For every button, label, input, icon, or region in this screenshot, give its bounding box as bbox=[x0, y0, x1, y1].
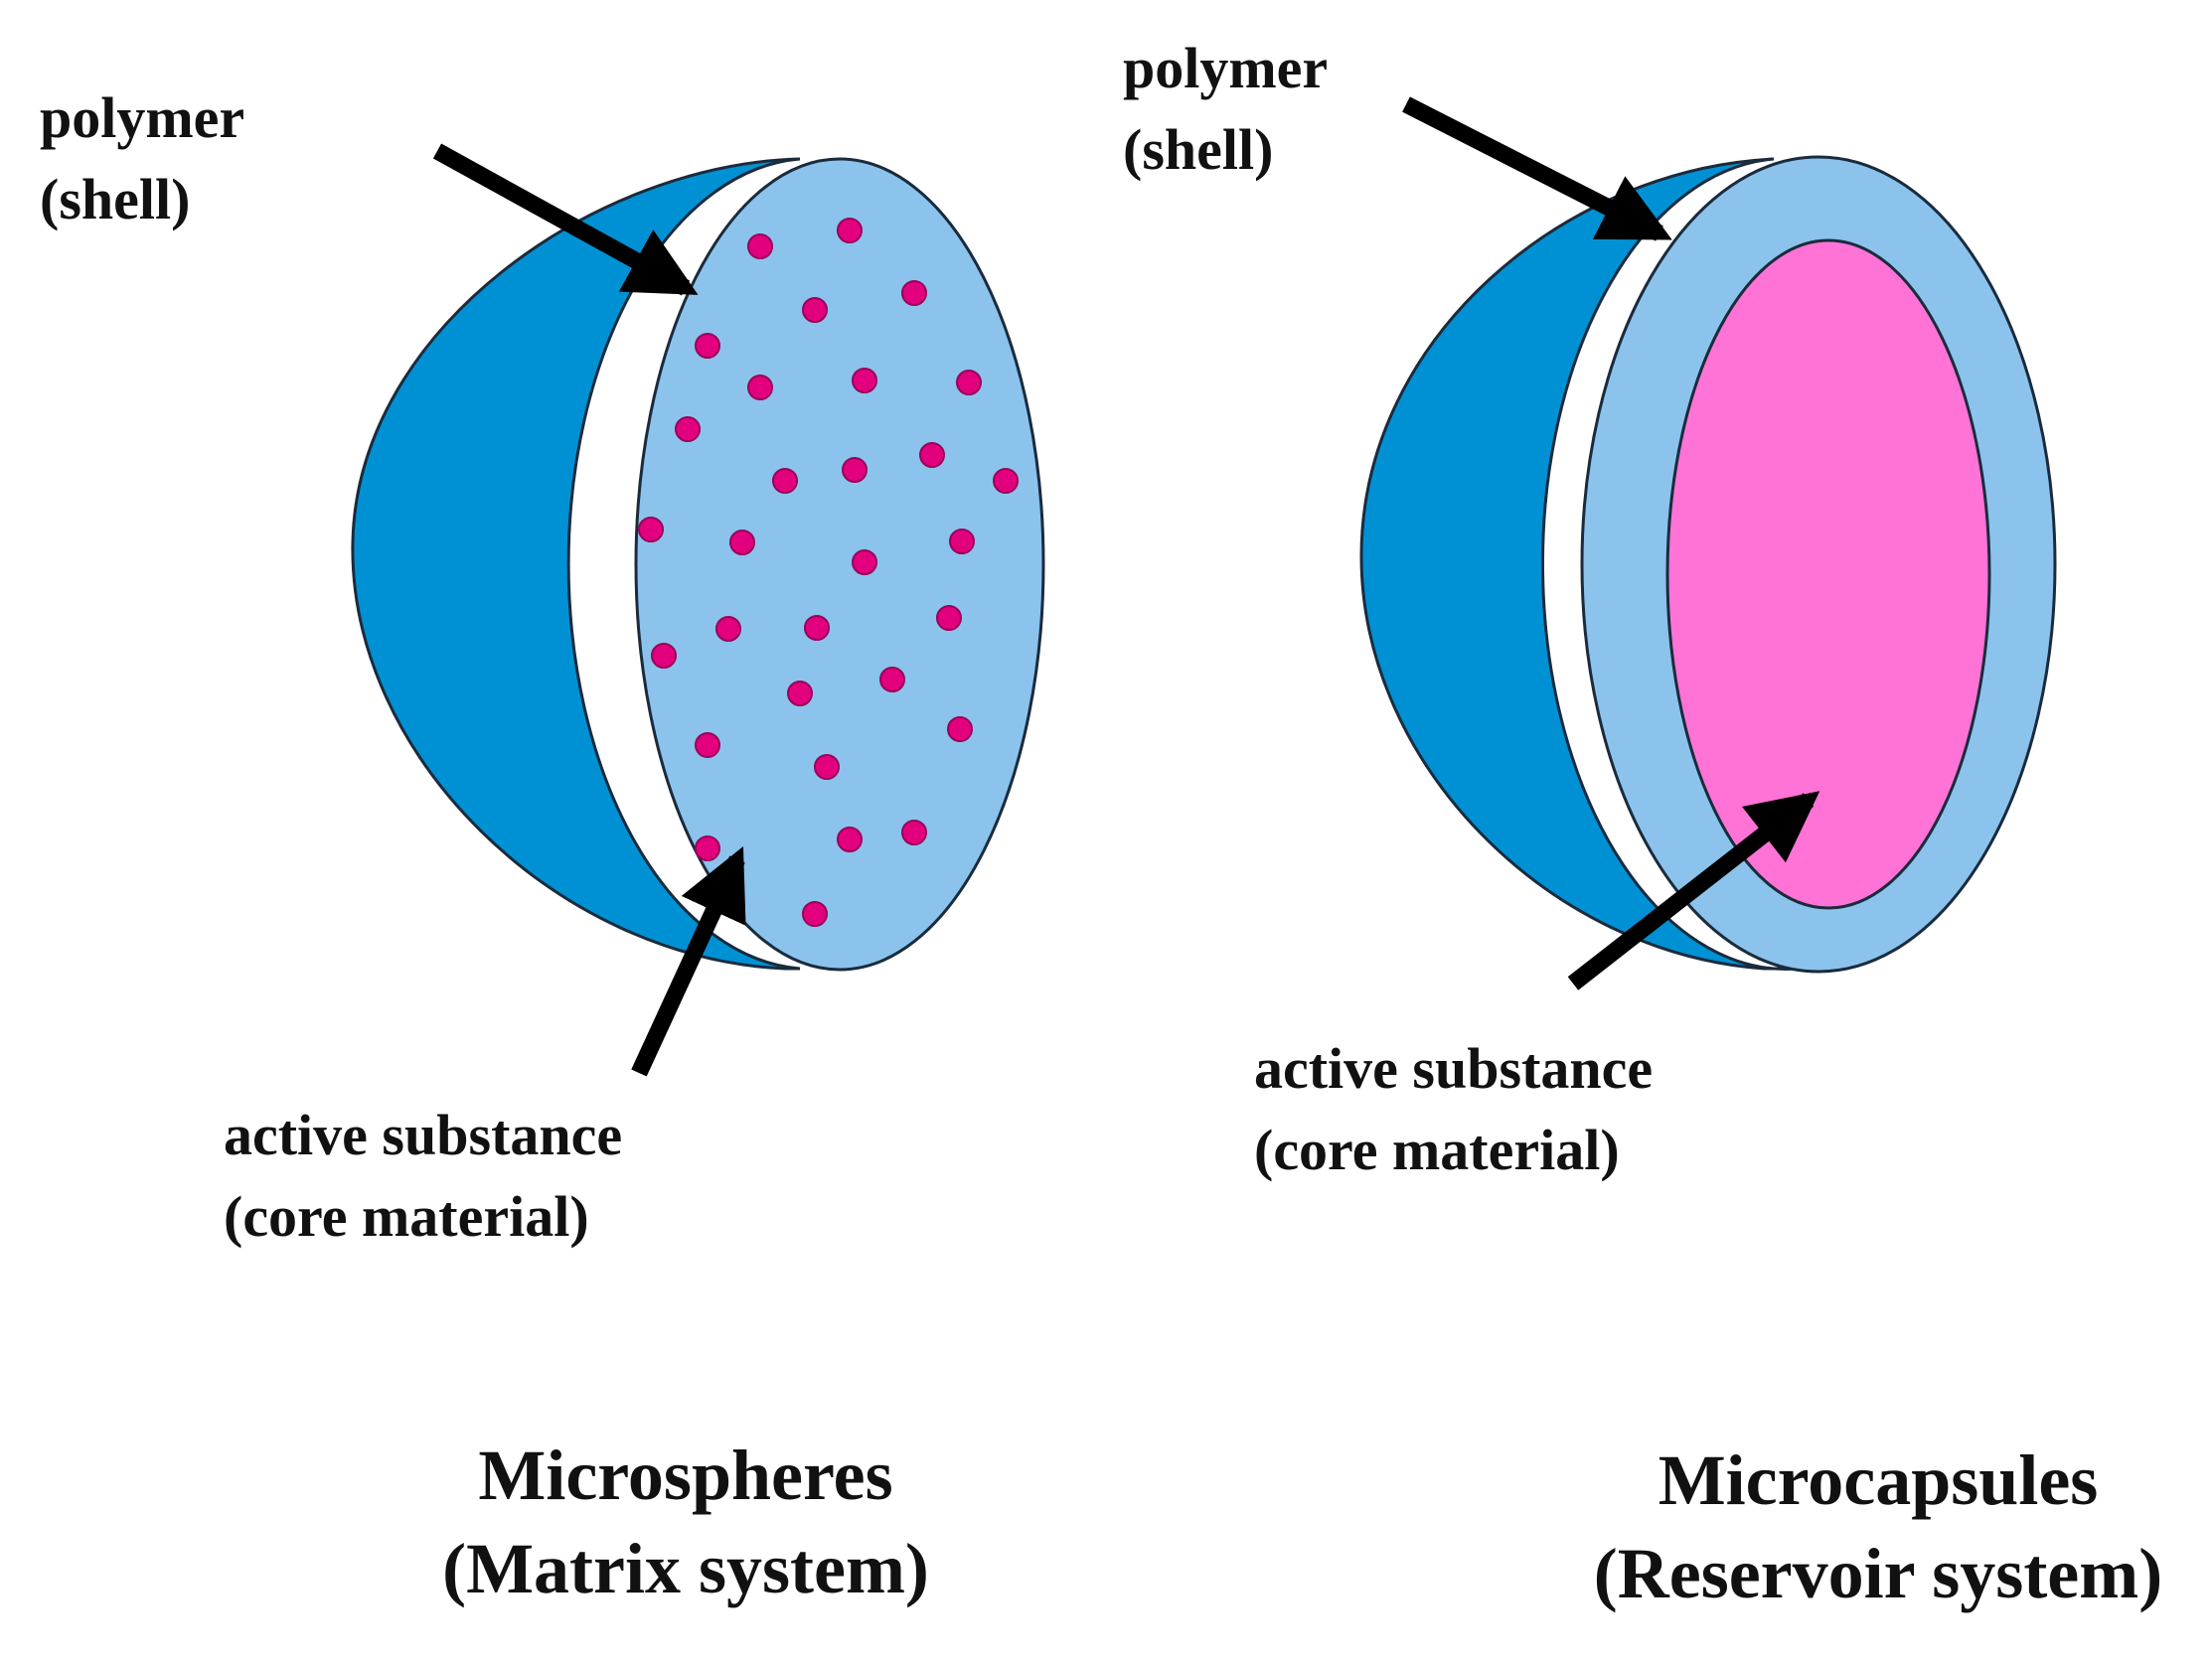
active-substance-dot bbox=[802, 297, 828, 323]
active-substance-dot bbox=[947, 716, 973, 742]
active-substance-dot bbox=[675, 416, 701, 442]
active-substance-dot bbox=[747, 375, 773, 400]
active-substance-dot bbox=[919, 442, 945, 468]
active-substance-dot bbox=[852, 368, 877, 393]
microsphere-outer-shell bbox=[351, 157, 801, 971]
active-substance-dot bbox=[901, 280, 927, 306]
active-substance-dot bbox=[695, 835, 720, 861]
active-substance-dot bbox=[787, 681, 813, 706]
left-caption-line2: (Matrix system) bbox=[442, 1529, 929, 1608]
left-shell-label-line1: polymer bbox=[40, 85, 245, 150]
active-substance-dot bbox=[993, 468, 1019, 494]
active-substance-dot bbox=[814, 754, 840, 780]
right-caption-line2: (Reservoir system) bbox=[1593, 1534, 2163, 1613]
active-substance-dot bbox=[842, 457, 868, 483]
right-shell-label: polymer (shell) bbox=[1123, 28, 1328, 191]
active-substance-dot bbox=[949, 529, 975, 554]
right-shell-label-line1: polymer bbox=[1123, 36, 1329, 100]
left-core-arrow bbox=[631, 846, 746, 1077]
left-caption: Microspheres (Matrix system) bbox=[388, 1429, 984, 1615]
active-substance-dot bbox=[956, 370, 982, 395]
active-substance-dot bbox=[772, 468, 798, 494]
active-substance-dot bbox=[638, 517, 664, 542]
active-substance-dot bbox=[936, 605, 962, 631]
active-substance-dot bbox=[804, 615, 830, 641]
left-shell-label-line2: (shell) bbox=[40, 167, 191, 231]
left-shell-arrow bbox=[432, 143, 699, 296]
left-core-label-line2: (core material) bbox=[224, 1184, 589, 1249]
left-core-label: active substance (core material) bbox=[224, 1095, 622, 1258]
active-substance-dot bbox=[879, 667, 905, 692]
right-shell-arrow bbox=[1402, 96, 1672, 241]
active-substance-dot bbox=[695, 333, 720, 359]
active-substance-dot bbox=[802, 901, 828, 927]
microcapsule bbox=[1359, 155, 2057, 974]
right-caption-line1: Microcapsules bbox=[1658, 1440, 2099, 1520]
right-core-label-line1: active substance bbox=[1254, 1036, 1654, 1101]
active-substance-dot bbox=[837, 218, 863, 243]
microcapsule-outer-shell bbox=[1359, 157, 1800, 972]
microcapsule-core-material bbox=[1665, 238, 1991, 910]
active-substance-dot bbox=[852, 549, 877, 575]
right-core-label-line2: (core material) bbox=[1254, 1118, 1620, 1182]
right-shell-label-line2: (shell) bbox=[1123, 117, 1274, 182]
active-substance-dot bbox=[837, 827, 863, 852]
left-shell-label: polymer (shell) bbox=[40, 77, 244, 240]
active-substance-dots bbox=[638, 218, 1019, 927]
left-core-label-line1: active substance bbox=[224, 1103, 623, 1167]
active-substance-dot bbox=[695, 732, 720, 758]
active-substance-dot bbox=[715, 616, 741, 642]
right-core-arrow bbox=[1567, 791, 1820, 990]
active-substance-dot bbox=[729, 529, 755, 555]
right-caption: Microcapsules (Reservoir system) bbox=[1550, 1434, 2206, 1620]
microsphere-cut-face bbox=[634, 157, 1045, 972]
microsphere bbox=[351, 157, 1045, 972]
left-caption-line1: Microspheres bbox=[478, 1436, 893, 1515]
active-substance-dot bbox=[651, 643, 677, 669]
active-substance-dot bbox=[901, 820, 927, 845]
right-core-label: active substance (core material) bbox=[1254, 1028, 1653, 1191]
active-substance-dot bbox=[747, 233, 773, 259]
